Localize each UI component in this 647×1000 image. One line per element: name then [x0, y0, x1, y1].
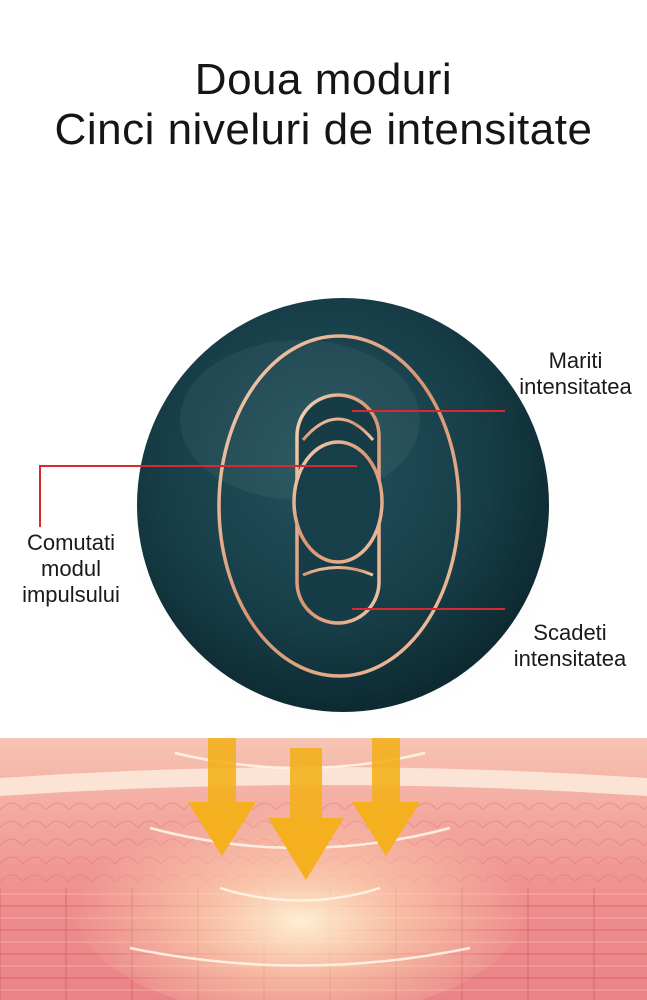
decrease-label-line-2: intensitatea — [513, 646, 627, 671]
down-arrow-icon — [352, 802, 420, 856]
switch-mode-label: Comutati modul impulsului — [0, 530, 142, 608]
pulse-glow — [70, 778, 530, 1000]
page-title-line-2: Cinci niveluri de intensitate — [54, 105, 593, 154]
down-arrow-icon — [268, 818, 344, 880]
increase-button[interactable] — [301, 417, 375, 441]
device-illustration — [39, 298, 560, 725]
arrow-left — [188, 738, 256, 856]
skin-illustration — [0, 738, 647, 1000]
down-arrow-icon — [188, 802, 256, 856]
mode-label-line-1: Comutati — [26, 530, 116, 555]
outer-trim-ring — [217, 334, 461, 678]
decrease-label-line-1: Scadeti — [533, 620, 607, 645]
increase-intensity-label: Mariti intensitatea — [508, 348, 643, 400]
mode-label-line-2: modul — [41, 556, 101, 581]
increase-label-line-1: Mariti — [548, 348, 603, 373]
decrease-button[interactable] — [302, 566, 374, 577]
mode-button[interactable] — [292, 440, 384, 564]
mode-callout-line — [39, 465, 357, 527]
arrow-center — [268, 748, 344, 880]
arrow-right — [352, 738, 420, 856]
mode-label-line-3: impulsului — [22, 582, 120, 607]
page-title-line-1: Doua moduri — [194, 55, 453, 104]
increase-label-line-2: intensitatea — [519, 374, 632, 399]
decrease-intensity-label: Scadeti intensitatea — [495, 620, 645, 672]
